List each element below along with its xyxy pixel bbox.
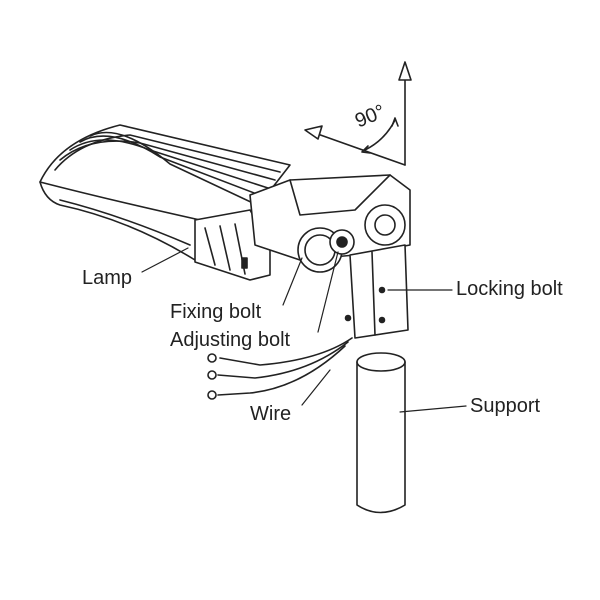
label-adjusting-bolt: Adjusting bolt — [170, 329, 291, 351]
label-support: Support — [470, 395, 541, 417]
support-pole — [356, 352, 406, 514]
label-lamp: Lamp — [82, 267, 133, 289]
angle-indicator — [304, 61, 412, 166]
bracket — [249, 174, 411, 273]
label-wire: Wire — [250, 403, 292, 425]
wire-bundle — [207, 337, 353, 400]
label-locking-bolt: Locking bolt — [456, 278, 563, 300]
leader-lines — [141, 247, 467, 413]
locking-bracket — [344, 244, 409, 339]
label-fixing-bolt: Fixing bolt — [170, 301, 262, 323]
lamp-body — [39, 124, 291, 281]
